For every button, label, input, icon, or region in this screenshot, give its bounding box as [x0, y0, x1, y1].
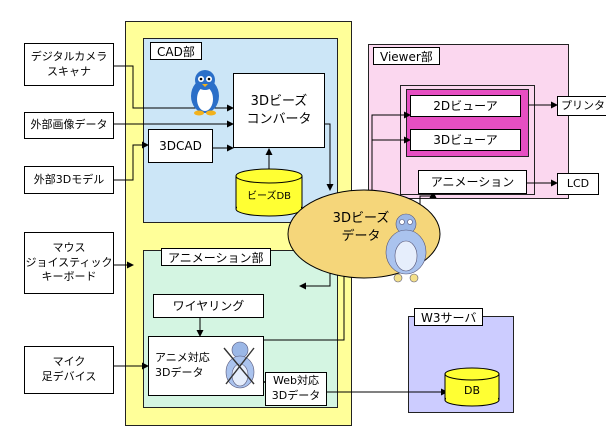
- cad-title: CAD部: [150, 42, 202, 60]
- viewer-2d: 2Dビューア: [410, 95, 521, 117]
- printer-output: プリンタ: [557, 96, 606, 116]
- beads-db-label: ビーズDB: [246, 191, 292, 202]
- cad3d-box: 3DCAD: [148, 129, 213, 163]
- external-image-input: 外部画像データ: [24, 112, 114, 139]
- server-title: W3サーバ: [414, 308, 484, 326]
- viewer-title: Viewer部: [373, 47, 440, 65]
- web-3d-data: Web対応 3Dデータ: [265, 372, 327, 406]
- center-data-label: 3Dビーズ データ: [332, 211, 390, 244]
- external-3d-input: 外部3Dモデル: [24, 166, 114, 194]
- viewer-3d: 3Dビューア: [410, 129, 521, 151]
- mic-input: マイク 足デバイス: [24, 346, 114, 394]
- beads-db-cylinder: [235, 168, 303, 217]
- penguin-mascot-icon: [191, 70, 219, 116]
- anim-title: アニメーション部: [161, 248, 271, 266]
- beads-penguin-figure: [385, 213, 427, 283]
- mouse-input: マウス ジョイスティック キーボード: [24, 232, 114, 294]
- wiring-box: ワイヤリング: [153, 294, 264, 318]
- skeleton-figure: [223, 341, 255, 389]
- lcd-output: LCD: [557, 173, 599, 195]
- animation-viewer: アニメーション: [418, 170, 527, 194]
- server-db-cylinder: [444, 367, 500, 407]
- camera-scanner-input: デジタルカメラ スキャナ: [24, 43, 114, 86]
- server-db-label: DB: [463, 384, 481, 397]
- beads-converter: 3Dビーズ コンバータ: [233, 73, 325, 148]
